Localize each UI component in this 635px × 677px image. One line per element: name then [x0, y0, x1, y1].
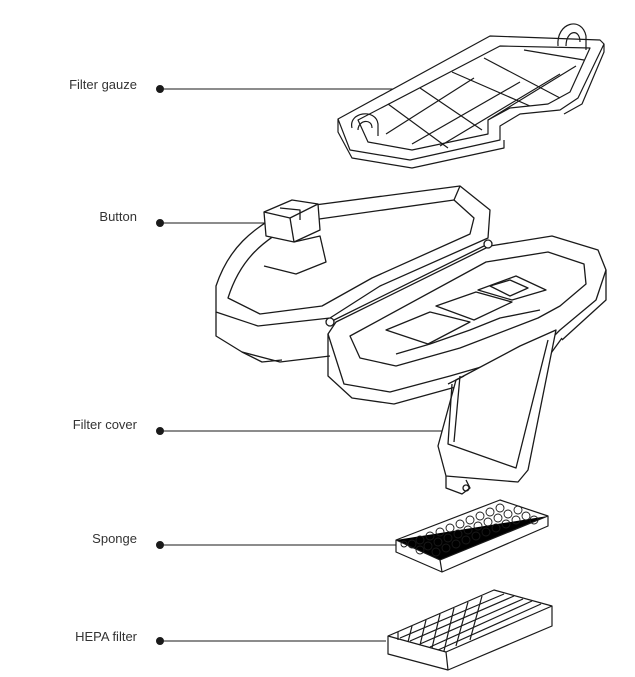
- leader-filter-cover: [156, 427, 482, 435]
- leader-sponge: [156, 541, 398, 549]
- filter-cover-part: [325, 235, 607, 495]
- hepa-filter-part: [387, 589, 553, 671]
- label-hepa-filter: HEPA filter: [75, 629, 138, 644]
- label-button: Button: [99, 209, 137, 224]
- dust-bin-part: [215, 185, 491, 363]
- leader-hepa-filter: [156, 637, 386, 645]
- leader-button: [156, 219, 282, 227]
- leader-filter-gauze: [156, 85, 402, 93]
- leader-lines: [156, 85, 482, 645]
- label-filter-gauze: Filter gauze: [69, 77, 137, 92]
- labels: Filter gauze Button Filter cover Sponge …: [69, 77, 138, 644]
- label-filter-cover: Filter cover: [73, 417, 138, 432]
- sponge-part: [395, 499, 549, 573]
- label-sponge: Sponge: [92, 531, 137, 546]
- filter-gauze-part: [337, 23, 605, 169]
